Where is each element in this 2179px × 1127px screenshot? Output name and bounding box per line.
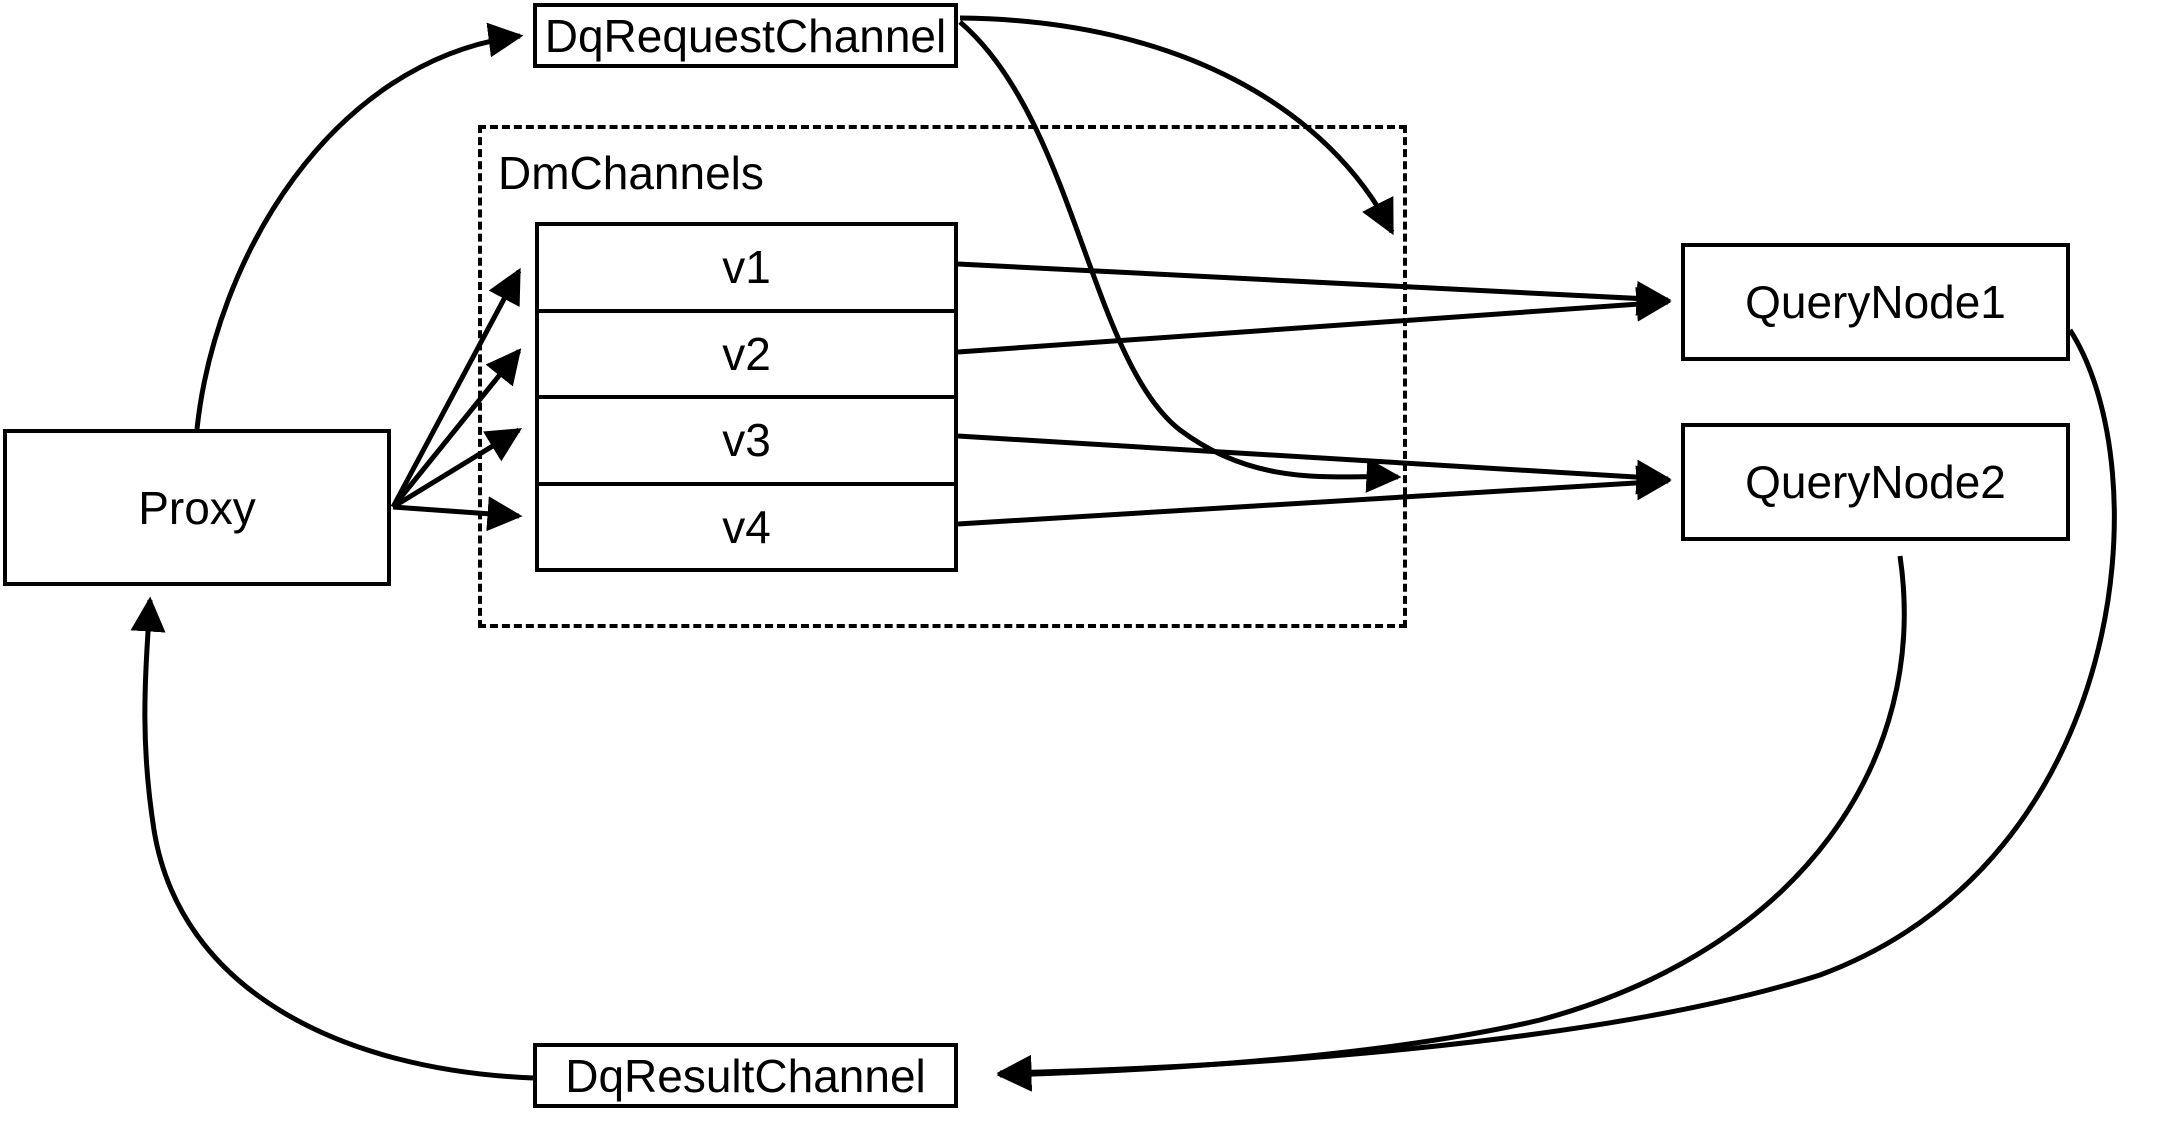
node-dq-result-channel-label: DqResultChannel: [565, 1049, 926, 1102]
edge-proxy-to-dqrequestchannel: [194, 22, 524, 430]
dm-channel-v3-label: v3: [722, 414, 771, 467]
edge-proxy-to-v1: [390, 267, 522, 509]
node-dq-request-channel-label: DqRequestChannel: [544, 9, 947, 62]
dm-channel-v2-label: v2: [722, 327, 771, 380]
dm-channel-v1-label: v1: [722, 241, 771, 294]
edge-proxy-to-v2: [391, 348, 522, 509]
edge-proxy-to-v3: [391, 427, 522, 510]
edge-v1-to-querynode1: [957, 261, 1672, 316]
dm-channel-row-v3[interactable]: v3: [539, 399, 954, 486]
node-proxy-label: Proxy: [138, 481, 256, 534]
group-dm-channels: [478, 125, 1407, 628]
edge-proxy-to-v4: [392, 496, 523, 532]
edge-v2-to-querynode1: [957, 286, 1672, 355]
node-query-node-2[interactable]: QueryNode2: [1681, 423, 2070, 541]
edge-dqresultchannel-to-proxy: [130, 596, 534, 1081]
node-dq-request-channel[interactable]: DqRequestChannel: [533, 3, 958, 68]
node-query-node-1-label: QueryNode1: [1745, 276, 2006, 328]
dm-channel-row-v1[interactable]: v1: [539, 226, 954, 313]
dm-channel-v4-label: v4: [722, 500, 771, 553]
edge-v3-to-querynode2: [957, 433, 1672, 495]
node-query-node-1[interactable]: QueryNode1: [1681, 243, 2070, 361]
node-query-node-2-label: QueryNode2: [1745, 456, 2006, 508]
edge-querynode2-to-dqresultchannel: [996, 555, 1907, 1092]
dm-channel-row-v4[interactable]: v4: [539, 486, 954, 569]
node-dq-result-channel[interactable]: DqResultChannel: [533, 1043, 958, 1108]
edge-dqrequestchannel-to-querynode1: [959, 15, 1395, 236]
node-proxy[interactable]: Proxy: [3, 429, 391, 586]
dm-channel-stack: v1 v2 v3 v4: [535, 222, 958, 572]
group-dm-channels-label: DmChannels: [498, 147, 764, 199]
edge-v4-to-querynode2: [957, 465, 1672, 527]
dm-channel-row-v2[interactable]: v2: [539, 313, 954, 399]
